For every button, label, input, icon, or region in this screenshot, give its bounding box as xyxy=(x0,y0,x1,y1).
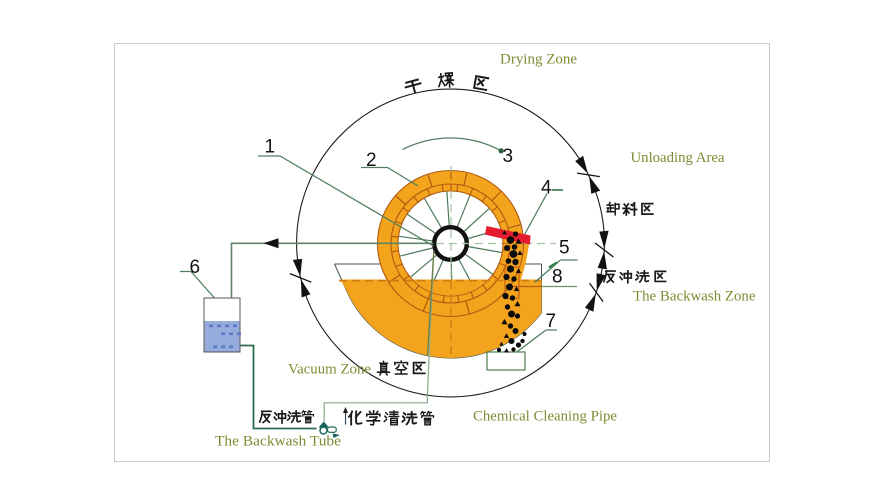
svg-text:The Backwash Tube: The Backwash Tube xyxy=(215,434,341,450)
svg-text:7: 7 xyxy=(546,311,557,332)
svg-text:Drying Zone: Drying Zone xyxy=(500,52,577,68)
svg-text:1: 1 xyxy=(265,137,276,158)
svg-text:6: 6 xyxy=(190,257,201,278)
svg-text:3: 3 xyxy=(503,146,514,167)
svg-text:4: 4 xyxy=(541,178,552,199)
svg-text:The Backwash Zone: The Backwash Zone xyxy=(633,289,756,305)
svg-text:5: 5 xyxy=(559,238,570,259)
svg-text:2: 2 xyxy=(366,150,377,171)
svg-text:8: 8 xyxy=(552,267,563,288)
svg-text:Vacuum Zone: Vacuum Zone xyxy=(288,362,371,378)
svg-text:Chemical Cleaning Pipe: Chemical Cleaning Pipe xyxy=(473,409,617,425)
svg-text:Unloading Area: Unloading Area xyxy=(631,150,726,166)
